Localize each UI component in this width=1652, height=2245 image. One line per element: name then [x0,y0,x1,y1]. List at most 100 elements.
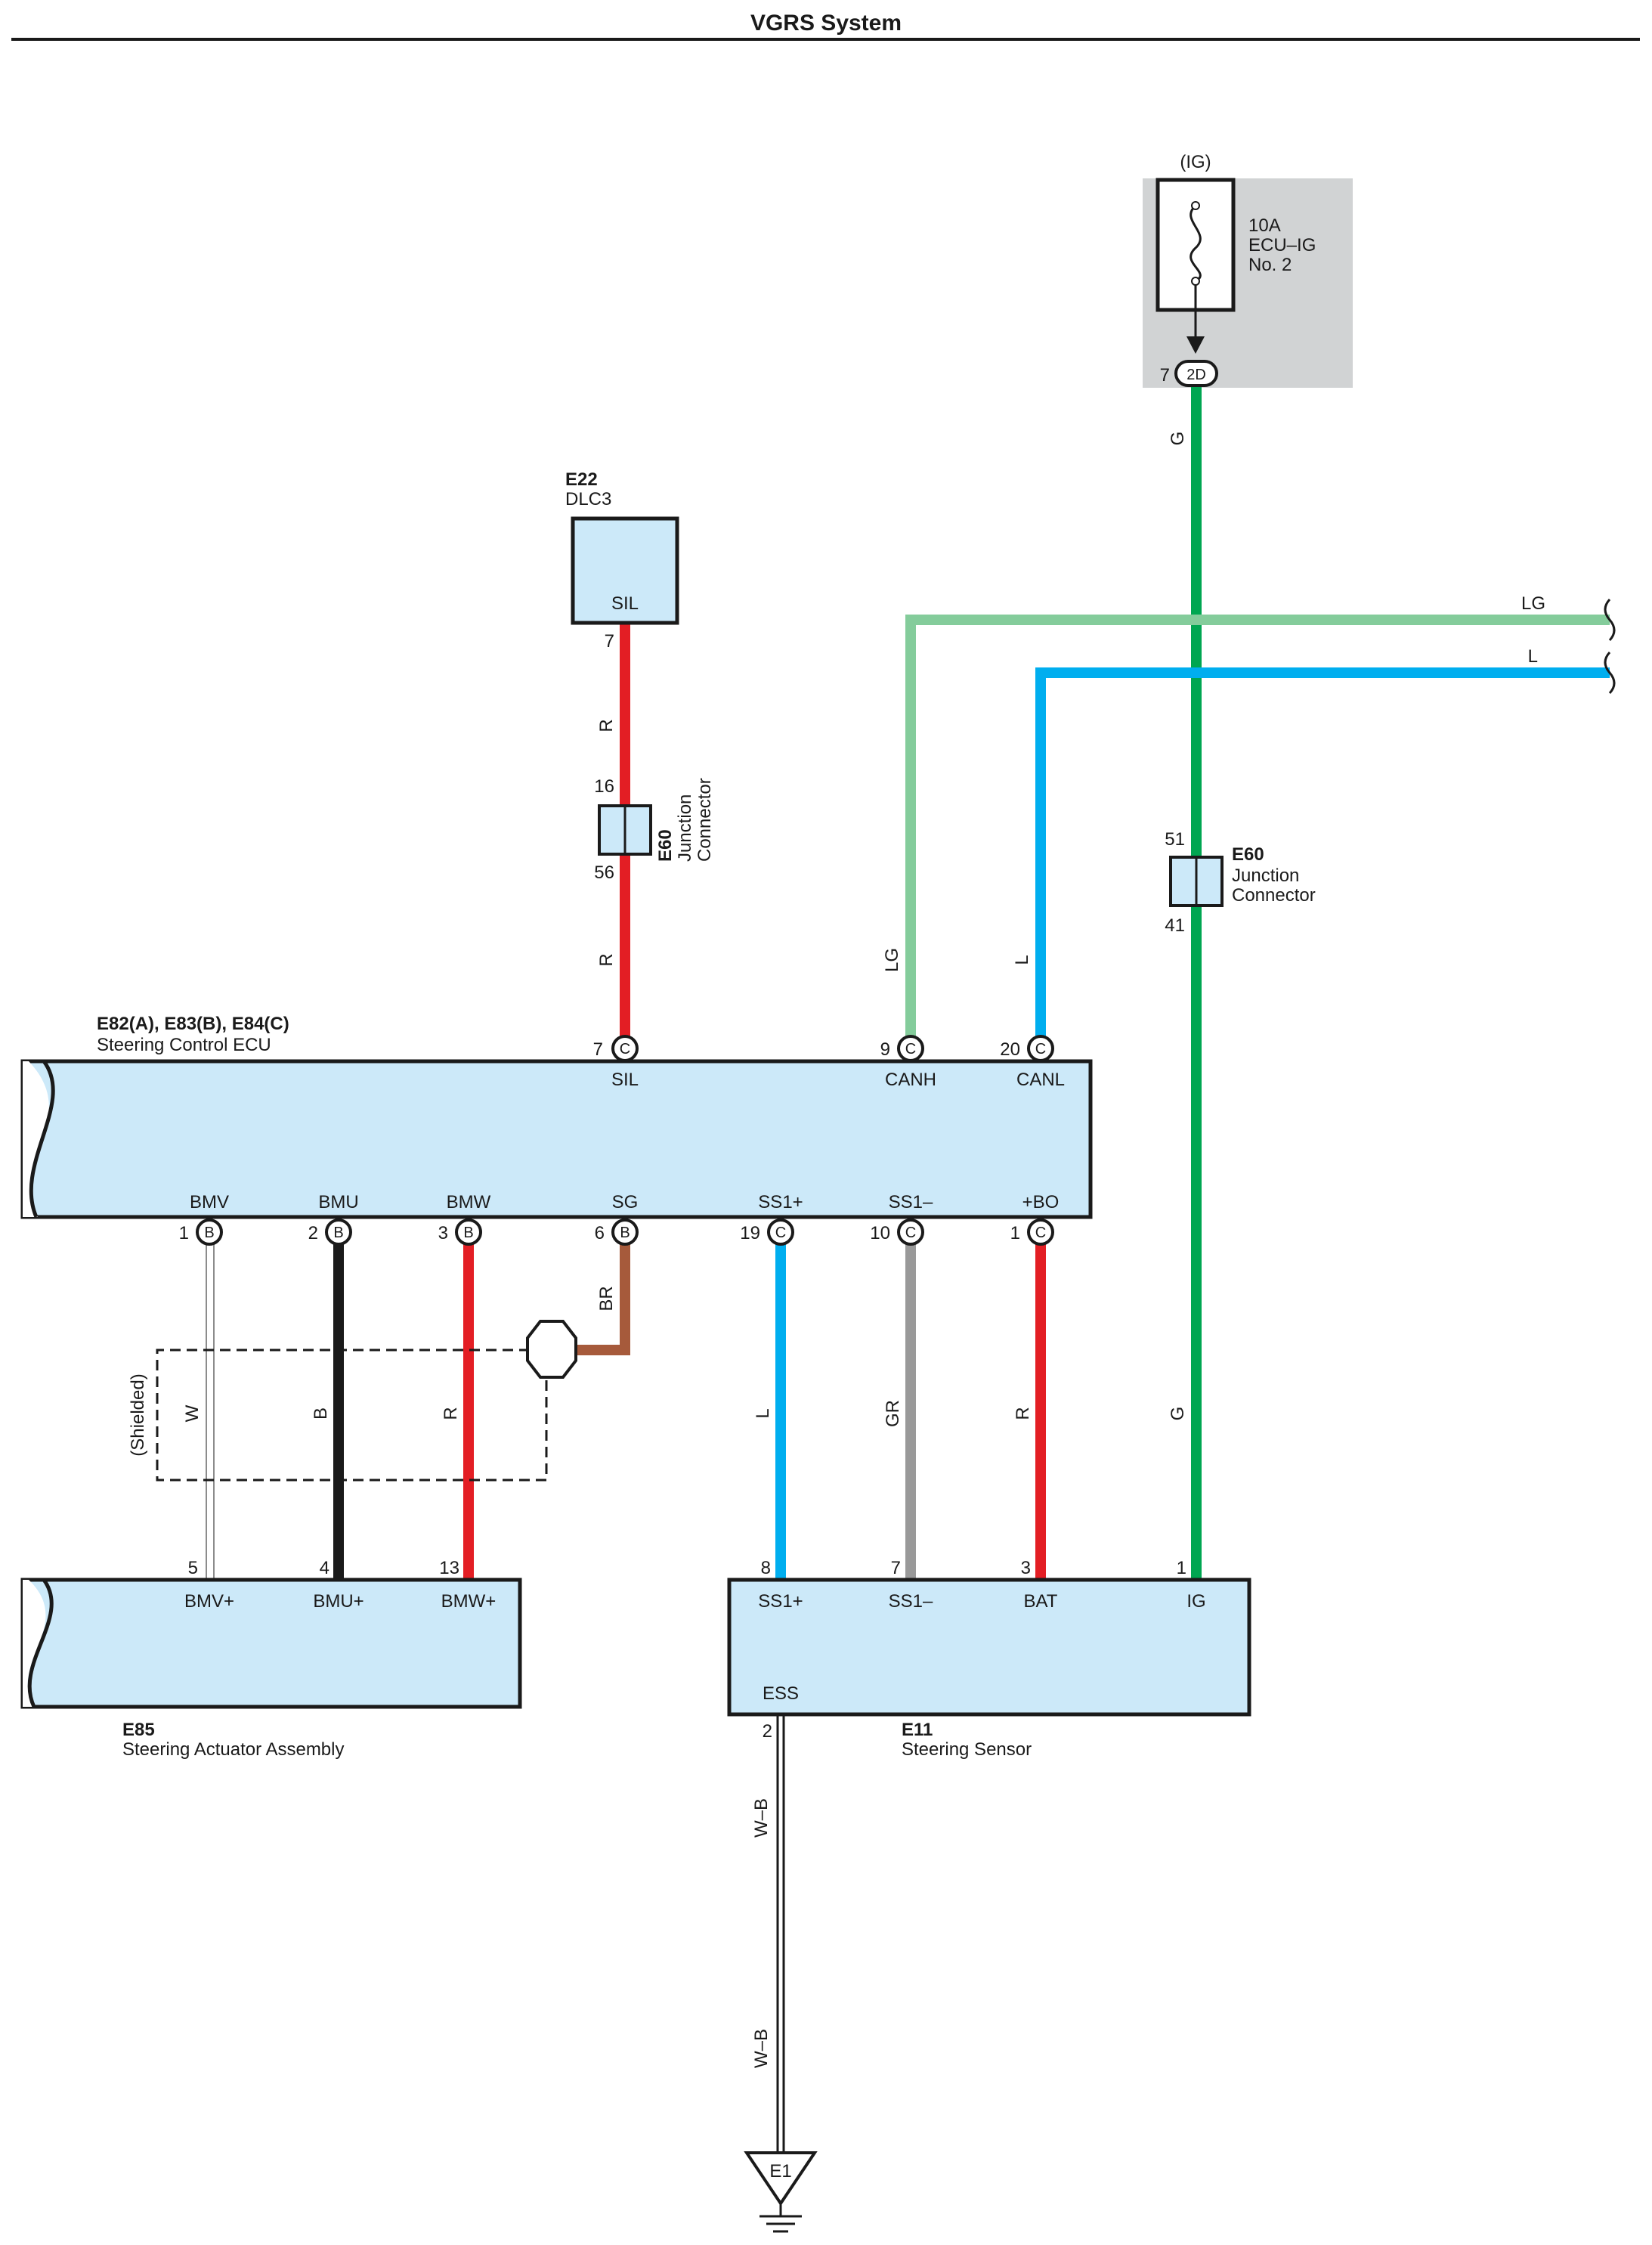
connector-sil-pin: 7 [593,1039,603,1060]
fuse-terminal-top [1191,201,1200,210]
ecu-terminal-bo: +BO [1022,1192,1060,1212]
break-mark-l [1604,651,1616,695]
shield-ground-octagon-icon [526,1320,577,1379]
junction-right-line1: Junction [1232,865,1299,886]
label-ss1m: GR [883,1400,903,1427]
label-canl: L [1012,955,1032,965]
connector-canh-pin: 9 [880,1039,890,1060]
actuator-terminal-bmwp: BMW+ [441,1591,497,1612]
connector-canl [1027,1035,1054,1062]
fuse-connector-label: 2D [1186,367,1206,383]
label-sil-upper: R [596,719,617,732]
connector-bmw-pin: 3 [438,1223,448,1243]
ecu-break-line [29,1060,55,1218]
actuator-body [20,1578,522,1709]
sensor-pin-7: 7 [891,1558,901,1578]
dlc3-box [571,516,679,625]
junction-left-code: E60 [655,829,676,862]
ecu-body [20,1059,1093,1219]
wire-canl-l [1035,667,1610,1051]
junction-right-pin-top: 51 [1165,829,1185,850]
connector-bmw-letter: B [463,1225,473,1241]
junction-connector-left: 16 56 E60 Junction Connector [594,776,715,883]
label-ig-upper: G [1168,432,1188,446]
connector-canl-pin: 20 [1000,1039,1020,1060]
ecu-terminal-canh: CANH [885,1070,936,1090]
sensor-terminal-ss1p: SS1+ [758,1591,803,1612]
ground-label: E1 [769,2161,791,2182]
connector-sg [611,1218,639,1246]
sensor-pin-2: 2 [763,1721,772,1742]
label-ground-upper: W–B [751,1798,772,1838]
actuator-terminal-bmup: BMU+ [313,1591,364,1612]
shield-label: (Shielded) [128,1373,148,1456]
fuse-box: (IG) 10A ECU–IG No. 2 7 [1143,152,1353,388]
connector-bmv-letter: B [204,1225,214,1241]
dlc3: E22 DLC3 SIL 7 [565,469,679,652]
label-sg: BR [596,1286,617,1311]
sensor-pin-8: 8 [761,1558,771,1578]
ecu-cutoff [23,1061,49,1217]
ecu-name: Steering Control ECU [97,1035,271,1055]
ecu-terminal-sg: SG [612,1192,639,1212]
dlc3-code: E22 [565,469,598,490]
connector-bmu-letter: B [333,1225,343,1241]
actuator-pin-5: 5 [188,1558,198,1578]
connector-ss1m-letter: C [905,1225,916,1241]
ecu-terminal-bmu: BMU [318,1192,358,1212]
fuse-rating: 10A [1248,215,1281,236]
wires [206,384,1610,2162]
sensor-pin-1: 1 [1177,1558,1186,1578]
sensor-terminal-ss1m: SS1– [889,1591,933,1612]
connector-ss1m-pin: 10 [870,1223,890,1243]
sensor-name: Steering Sensor [902,1739,1032,1760]
steering-sensor: SS1+ SS1– BAT IG 8 7 3 1 ESS 2 E11 Steer… [727,1558,1251,1760]
fuse-element-icon [1190,204,1202,283]
fuse-connector-2d: 2D [1174,360,1218,387]
connector-bmv [196,1218,223,1246]
junction-right-line2: Connector [1232,885,1316,906]
connector-bo [1027,1218,1054,1246]
label-bmv: W [182,1404,203,1422]
shield: (Shielded) [128,1320,577,1482]
sensor-code: E11 [902,1720,933,1740]
connector-canl-letter: C [1035,1041,1046,1057]
connector-ss1p-pin: 19 [740,1223,760,1243]
label-l-right: L [1528,646,1538,667]
ecu-terminal-ss1m: SS1– [889,1192,933,1212]
dlc3-terminal: SIL [611,593,639,614]
sensor-terminal-ess: ESS [763,1683,799,1704]
fuse-terminal-bottom [1191,277,1200,286]
connector-bmw [455,1218,482,1246]
junction-left-pin-top: 16 [594,776,614,797]
label-bmw: R [441,1407,461,1420]
fuse-arrow-icon [1186,336,1205,354]
fuse-connector-pill [1174,360,1218,387]
shield-label-group: (Shielded) [128,1373,148,1456]
actuator-code: E85 [122,1720,155,1740]
wire-canh-lg [905,615,1610,1051]
connector-sg-letter: B [620,1225,630,1241]
connector-canh-letter: C [905,1041,916,1057]
junction-left-line2: Connector [695,778,715,862]
connector-bmv-pin: 1 [179,1223,189,1243]
junction-left-labels: E60 Junction Connector [655,778,715,862]
wire-sg-brown [574,1243,630,1355]
connector-ss1p-letter: C [775,1225,786,1241]
actuator-name: Steering Actuator Assembly [122,1739,344,1760]
ground-e1: E1 [744,2151,818,2233]
label-bat: R [1013,1407,1033,1420]
fuse-name: ECU–IG [1248,235,1316,255]
fuse-number: No. 2 [1248,255,1292,275]
steering-control-ecu: E82(A), E83(B), E84(C) Steering Control … [20,1014,1093,1219]
ecu-bottom-connectors: B 1 B 2 B 3 B 6 C 19 C 10 C 1 [179,1218,1054,1246]
junction-left-line1: Junction [675,794,695,862]
ecu-terminal-bmw: BMW [447,1192,491,1212]
junction-connector-right: 51 41 E60 Junction Connector [1165,829,1315,936]
connector-bmu [325,1218,352,1246]
break-mark-lg [1604,598,1616,642]
fuse-pin: 7 [1160,365,1170,386]
ecu-terminal-canl: CANL [1016,1070,1065,1090]
sensor-pin-3: 3 [1021,1558,1031,1578]
connector-bo-letter: C [1035,1225,1046,1241]
